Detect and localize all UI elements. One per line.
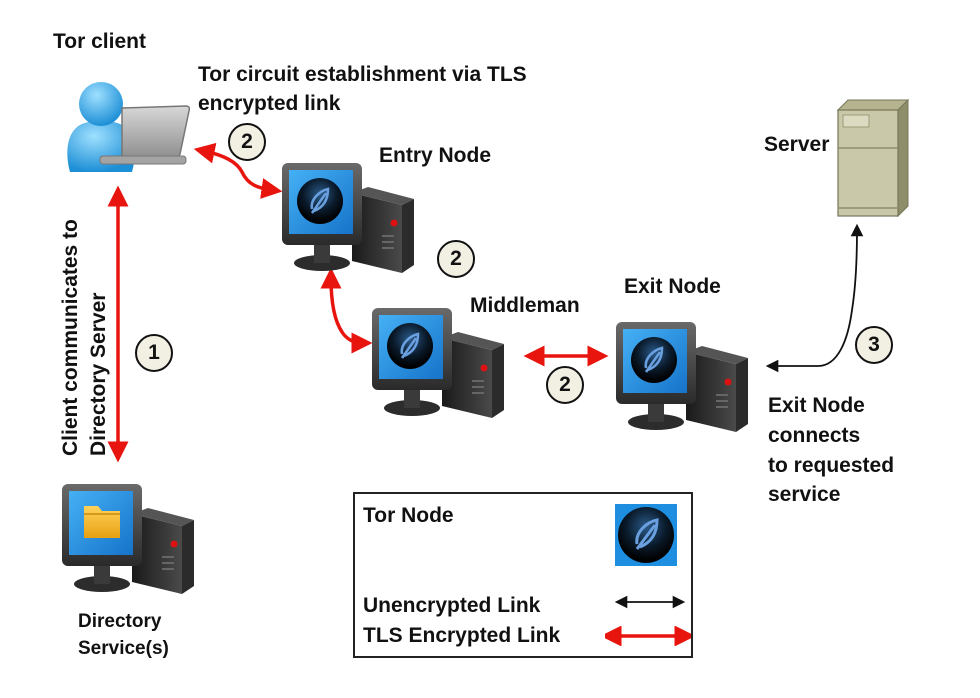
link-client-entry <box>193 142 283 199</box>
directory-label-line2: Service(s) <box>78 638 169 659</box>
legend-box: Tor Node Unencrypted Link TLS Encrypted … <box>353 492 693 658</box>
server-label: Server <box>764 133 830 156</box>
link-exit-server <box>765 223 864 373</box>
legend-tor-node-label: Tor Node <box>363 504 454 527</box>
step-3-exit-server: 3 <box>855 326 893 364</box>
middleman-computer-icon <box>372 308 506 420</box>
step-2-client-entry: 2 <box>228 123 266 161</box>
exit-node-computer-icon <box>616 322 750 434</box>
step-2-entry-middle: 2 <box>437 240 475 278</box>
directory-label-line1: Directory <box>78 611 162 632</box>
directory-service-computer-icon <box>62 484 194 594</box>
step-2-middle-exit: 2 <box>546 366 584 404</box>
legend-unencrypted-label: Unencrypted Link <box>363 594 541 617</box>
middleman-label: Middleman <box>470 294 580 317</box>
client-directory-annotation-line2: Directory Server <box>87 292 110 456</box>
link-entry-middle <box>320 267 373 354</box>
exit-annotation-line3: to requested <box>768 454 895 477</box>
entry-node-label: Entry Node <box>379 144 492 167</box>
circuit-annotation-line2: encrypted link <box>198 92 341 115</box>
legend-tls-label: TLS Encrypted Link <box>363 624 561 647</box>
exit-annotation-line4: service <box>768 483 841 506</box>
step-1-client-directory: 1 <box>135 334 173 372</box>
entry-node-computer-icon <box>282 163 416 275</box>
legend-tls-arrow <box>605 626 691 646</box>
circuit-annotation-line1: Tor circuit establishment via TLS <box>198 63 527 86</box>
server-icon <box>836 98 910 218</box>
tor-client-label: Tor client <box>53 30 146 53</box>
tor-client-icon <box>67 82 190 172</box>
client-directory-annotation-line1: Client communicates to <box>59 219 82 456</box>
legend-unencrypted-arrow <box>615 595 685 609</box>
exit-annotation-line1: Exit Node <box>768 394 865 417</box>
exit-annotation-line2: connects <box>768 424 861 447</box>
exit-node-label: Exit Node <box>624 275 721 298</box>
legend-tor-node-icon <box>615 504 677 566</box>
